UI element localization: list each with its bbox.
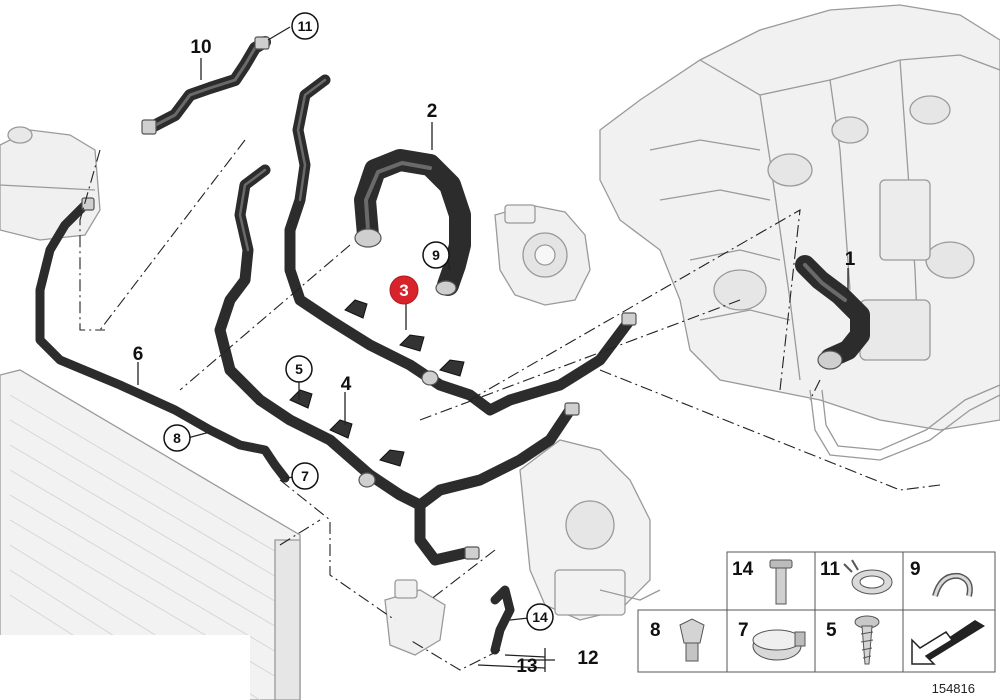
heater-valve <box>384 579 446 656</box>
callout-3-highlighted[interactable]: 3 <box>389 275 419 305</box>
reference-number: 154816 <box>932 681 975 696</box>
engine-block <box>599 4 1000 431</box>
legend-cell-11[interactable]: 11 <box>820 559 893 595</box>
legend-cell-7[interactable]: 7 <box>738 620 806 661</box>
callout-12[interactable]: 12 <box>577 648 598 669</box>
spring-clamp-icon <box>843 559 893 595</box>
arrow-to-engine-symbol-icon <box>911 620 985 665</box>
callout-10[interactable]: 10 <box>190 37 211 58</box>
callout-11[interactable]: 11 <box>291 12 319 40</box>
hoses <box>35 36 870 655</box>
callout-9[interactable]: 9 <box>422 241 450 269</box>
band-clamp-icon <box>752 629 806 661</box>
svg-text:9: 9 <box>910 559 921 580</box>
expansion-tank <box>0 126 101 241</box>
callout-8[interactable]: 8 <box>163 424 191 452</box>
hose-clip-icon <box>932 572 973 597</box>
svg-text:1: 1 <box>845 249 856 270</box>
water-pump <box>494 204 591 306</box>
hose-clamps <box>81 36 843 560</box>
svg-text:5: 5 <box>826 620 837 641</box>
svg-text:7: 7 <box>301 468 309 484</box>
legend-grid: 14 11 9 8 <box>637 551 996 673</box>
svg-text:8: 8 <box>650 620 661 641</box>
thermostat-housing <box>519 439 661 621</box>
hose-brackets <box>289 299 465 467</box>
legend-cell-9[interactable]: 9 <box>910 559 973 597</box>
legend-cell-14[interactable]: 14 <box>732 559 793 605</box>
callout-7[interactable]: 7 <box>291 462 319 490</box>
screw-icon <box>854 615 880 665</box>
svg-text:13: 13 <box>516 656 537 677</box>
svg-text:8: 8 <box>173 430 181 446</box>
callout-5[interactable]: 5 <box>285 355 313 383</box>
expanding-rivet-icon <box>679 618 705 662</box>
svg-text:14: 14 <box>532 609 548 625</box>
hose-14 <box>490 585 515 655</box>
hose-lower <box>414 499 476 566</box>
svg-text:11: 11 <box>298 18 313 34</box>
svg-text:7: 7 <box>738 620 749 641</box>
callout-13[interactable]: 13 <box>516 656 537 677</box>
svg-text:5: 5 <box>295 361 303 377</box>
assembly-lines <box>79 139 941 671</box>
bolt-icon <box>769 559 793 605</box>
callout-14[interactable]: 14 <box>526 603 554 631</box>
legend-cell-8[interactable]: 8 <box>650 618 705 662</box>
svg-text:9: 9 <box>432 247 440 263</box>
svg-text:11: 11 <box>820 559 841 580</box>
hose-2 <box>354 149 471 296</box>
hose-6 <box>35 200 290 483</box>
legend-cell-5[interactable]: 5 <box>826 615 880 665</box>
callout-2[interactable]: 2 <box>427 101 438 122</box>
svg-text:10: 10 <box>190 37 211 58</box>
svg-text:14: 14 <box>732 559 754 580</box>
svg-text:3: 3 <box>399 281 408 300</box>
svg-text:2: 2 <box>427 101 438 122</box>
return-pipe <box>809 384 1000 461</box>
svg-text:4: 4 <box>341 374 352 395</box>
callout-4[interactable]: 4 <box>341 374 352 395</box>
radiator <box>0 369 301 700</box>
callout-6[interactable]: 6 <box>133 344 144 365</box>
svg-text:12: 12 <box>577 648 598 669</box>
callout-1[interactable]: 1 <box>845 249 856 270</box>
svg-text:6: 6 <box>133 344 144 365</box>
